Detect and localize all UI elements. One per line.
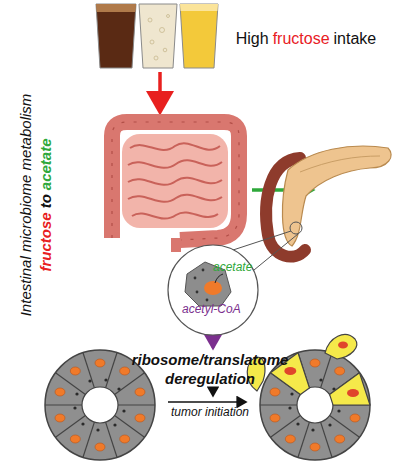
node-text: acetate [213, 260, 252, 274]
pancreas-illustration [266, 146, 391, 257]
arrow-label: tumor initiation [150, 405, 270, 419]
label-text: ribosome/translatome deregulation [132, 351, 289, 387]
circle-outline [167, 244, 259, 336]
label-text: to [36, 194, 56, 208]
label-text: acetate [36, 138, 56, 190]
inset-circle: acetate acetyl-CoA [167, 244, 259, 336]
label-text: intake [334, 30, 377, 48]
intake-arrow [158, 72, 162, 112]
label-text: tumor initiation [171, 405, 249, 419]
label-text: Intestinal microbiome metabolism [16, 94, 36, 317]
drink-glasses [96, 4, 218, 68]
progression-arrow [168, 401, 246, 403]
vertical-line: fructose to acetate [36, 75, 56, 335]
outcome-text: ribosome/translatome deregulation [110, 350, 310, 388]
node-text: acetyl-CoA [182, 302, 241, 316]
vertical-heading: Intestinal microbiome metabolismfructose… [16, 75, 60, 335]
intestine-illustration [112, 122, 239, 252]
label-text: High [236, 30, 269, 48]
intake-heading: Highfructoseintake [226, 30, 386, 48]
vertical-line: Intestinal microbiome metabolism [16, 75, 36, 335]
label-text: fructose [36, 212, 56, 271]
label-text: fructose [273, 30, 330, 48]
acetyl-coa-arrow [212, 337, 215, 348]
down-arrow [212, 389, 214, 396]
